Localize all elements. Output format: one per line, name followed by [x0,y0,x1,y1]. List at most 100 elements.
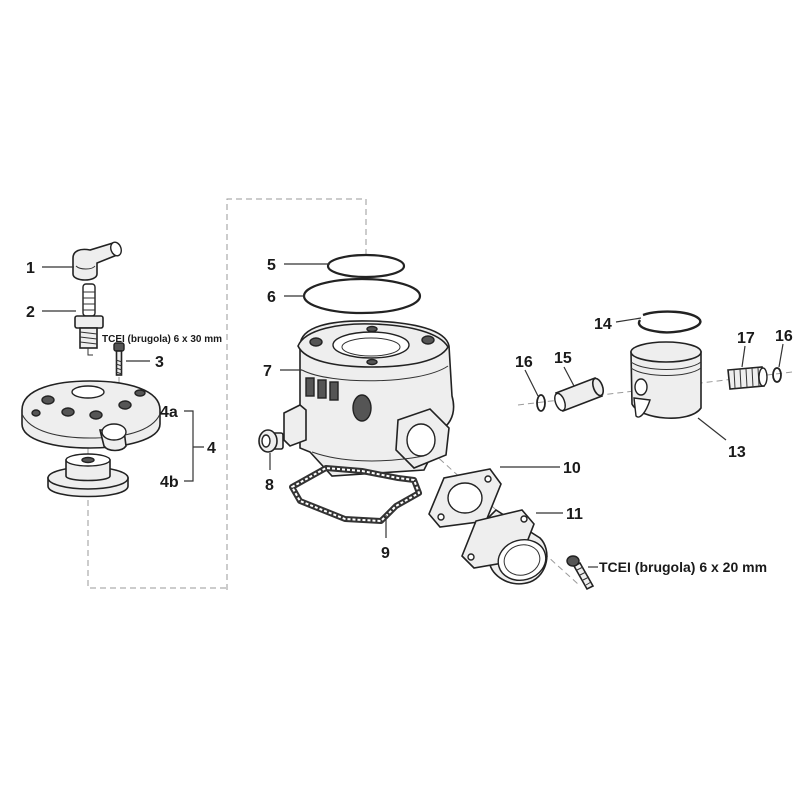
head-hole-icon [31,409,41,417]
spark-plug-insulator-ribs [83,291,95,311]
piston-ring [637,310,702,334]
needle-bearing [727,366,768,390]
cylinder-bore [332,331,410,359]
cylinder-head-dome [21,380,161,452]
callout-5: 5 [267,257,276,274]
leader-lines [42,263,784,568]
callout-13: 13 [728,444,746,461]
spark-plug-hex [74,315,104,329]
leader-bracket-4 [184,410,204,482]
head-insert-center-hole [81,456,95,464]
manifold-bolt-spec-note: TCEI (brugola) 6 x 20 mm [599,559,767,575]
cylinder-transfer-port [352,394,372,422]
circlip-right [772,367,782,383]
piston-crown [630,341,702,363]
callout-9: 9 [381,545,390,562]
cylinder-top-boss-icon [366,325,378,333]
intake-gasket [428,468,502,528]
piston-pin-boss [634,378,648,396]
spark-plug-cap-body [72,242,118,281]
piston-pin-end-far [591,377,605,397]
guide-line-head-frame [87,500,227,589]
needle-bearing-rollers [733,367,760,389]
callout-labels: 1 2 3 4a 4 4b 5 6 7 8 9 10 11 13 14 15 1… [26,257,793,562]
intake-manifold [461,508,548,585]
leader-line-14 [615,317,642,323]
cylinder-logo-block [329,381,339,401]
spark-plug [74,283,104,356]
callout-17: 17 [737,330,755,347]
leader-line-16-left [524,369,539,397]
head-spark-plug-port [101,423,127,441]
cylinder-exhaust-port [406,423,436,457]
cylinder-bore-inner [341,337,401,357]
callout-10: 10 [563,460,581,477]
leader-line-13 [697,417,727,441]
callout-4: 4 [207,440,216,457]
spark-plug-cap-end [110,241,122,257]
head-hole-icon [61,407,75,417]
spark-plug-cap [72,241,122,281]
head-bolt-shank [115,350,123,376]
leader-line-15 [563,366,575,387]
manifold-bolt [566,555,595,591]
callout-2: 2 [26,304,35,321]
manifold-bolt-thread [576,566,592,586]
callout-14: 14 [594,316,612,333]
head-hole-icon [89,410,103,420]
head-bolt-spec-note: TCEI (brugola) 6 x 30 mm [102,334,222,345]
callout-8: 8 [265,477,274,494]
spark-plug-cap-rib [75,265,96,270]
base-gasket [289,465,422,524]
callout-7: 7 [263,363,272,380]
cylinder-side-boss [283,404,307,447]
cylinder-skirt-line [311,451,425,462]
base-gasket-inner-line [291,467,420,522]
head-bolt-thread [115,359,123,375]
piston-skirt-cutout [633,397,651,418]
head-hole-icon [118,400,132,410]
o-ring-large [302,277,422,315]
spark-plug-thread-lines [79,331,98,345]
circlip-left [536,394,546,412]
callout-4b: 4b [160,474,179,491]
piston-pin-end [554,392,566,412]
cylinder-top-boss-icon [366,358,378,366]
callout-16-left: 16 [515,354,533,371]
manifold-bolt-head [566,555,580,567]
callout-15: 15 [554,350,572,367]
head-hole-icon [134,389,146,397]
head-dome-edge [21,413,161,439]
intake-manifold-bolt-hole [467,553,475,561]
cylinder-head-insert [47,453,129,498]
side-fitting [258,429,284,453]
spark-plug-insulator [82,283,96,317]
leader-line-17 [741,345,746,368]
piston [630,341,702,419]
intake-gasket-bolt-hole [437,513,445,521]
head-dome-center-boss [71,385,105,399]
cylinder [283,320,455,477]
piston-ring-groove [630,361,702,376]
leader-line-16-right [778,343,784,368]
guide-line-intake-axis [431,451,579,585]
callout-3: 3 [155,354,164,371]
callout-11: 11 [566,506,583,523]
side-fitting-face [261,434,271,448]
cylinder-logo-block [317,379,327,399]
callout-4a: 4a [160,404,178,421]
piston-pin [554,376,605,413]
cylinder-logo-block [305,377,315,397]
spark-plug-electrode [87,348,93,356]
callout-1: 1 [26,260,35,277]
guide-line-cylinder-frame [226,198,367,590]
intake-gasket-port [447,482,483,514]
head-bolt [113,342,125,376]
cylinder-top-boss-icon [421,335,435,345]
cylinder-top-boss-icon [309,337,323,347]
needle-bearing-end [758,367,768,387]
intake-manifold-outlet-inner [503,544,541,576]
cylinder-shoulder-line [301,365,449,382]
o-ring-small [326,253,406,279]
